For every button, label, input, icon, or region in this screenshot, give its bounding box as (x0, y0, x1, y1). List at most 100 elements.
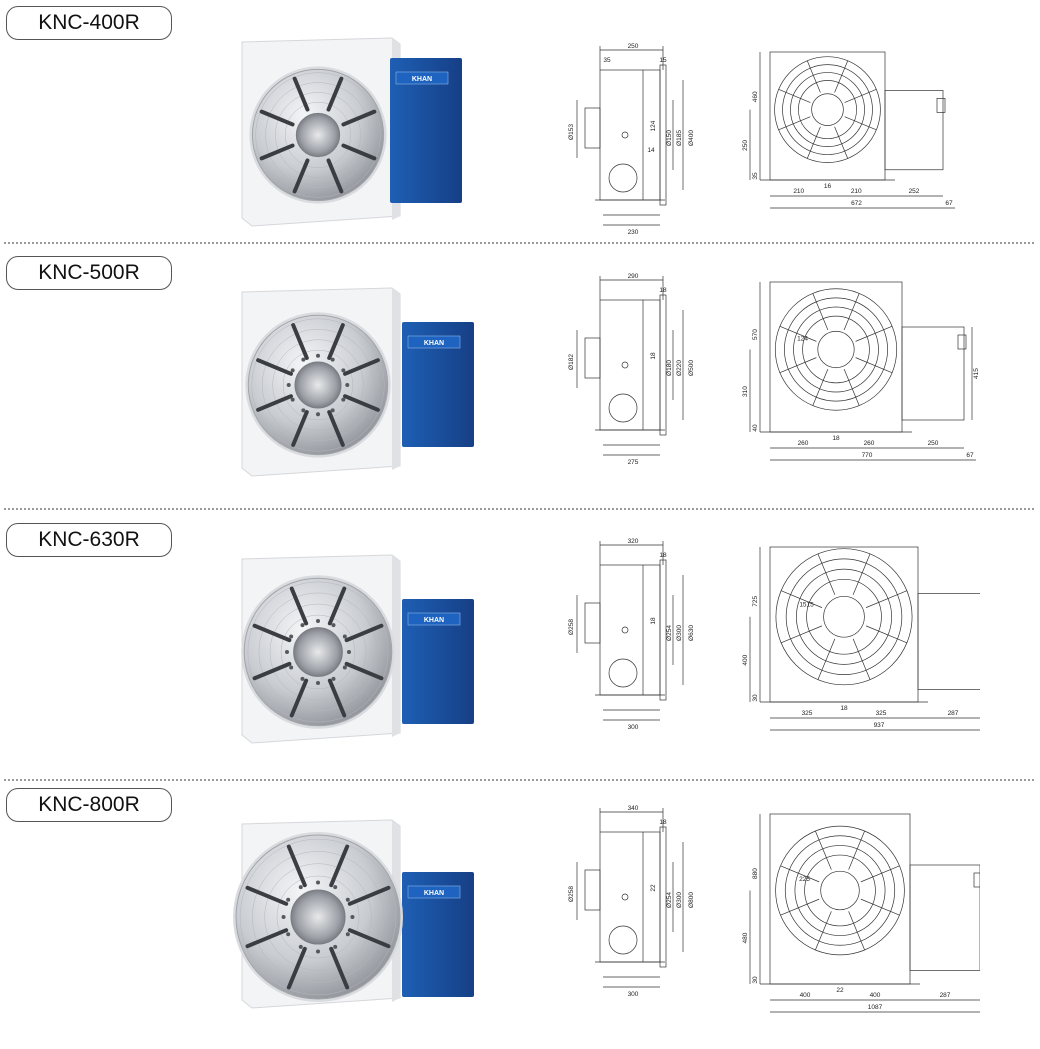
t-slot (291, 410, 309, 447)
dimension-total: 1087 (868, 1004, 883, 1011)
plate-ring (817, 330, 855, 369)
dimension-right: 18 (659, 552, 667, 559)
dimension-right: 15 (659, 57, 667, 64)
dimension-bore: Ø258 (568, 886, 575, 902)
t-slot (286, 946, 307, 990)
brand-logo: KHAN (424, 340, 444, 347)
center-bore (290, 889, 346, 945)
dimension-d2: Ø254 (666, 625, 673, 641)
plate-ring (804, 854, 876, 927)
dimension-d1: 22 (650, 884, 657, 892)
dimension-width: 250 (628, 43, 639, 50)
center-bore (295, 112, 341, 158)
center-bore (293, 627, 343, 677)
t-slot (347, 928, 391, 949)
section-divider (4, 242, 1034, 244)
dimension-b: 325 (876, 710, 887, 717)
t-slot (329, 946, 350, 990)
dimension-c: 252 (909, 188, 920, 195)
brand-logo: KHAN (412, 76, 432, 83)
dimension-d3: Ø300 (676, 892, 683, 908)
t-slot (289, 678, 309, 718)
plate-ring (793, 306, 879, 393)
motor-housing (402, 599, 474, 724)
dimension-slot: 18 (832, 435, 840, 442)
front-view-drawing: 3253252879376718725400304541515 (720, 535, 1004, 770)
t-slot (341, 143, 377, 161)
dimension-d3: Ø185 (676, 130, 683, 146)
dimension-a: 325 (802, 710, 813, 717)
dimension-c: 287 (948, 710, 959, 717)
plate-ring (785, 558, 903, 675)
plate-ring (802, 315, 870, 384)
dimension-c: 287 (940, 992, 951, 999)
t-slot (344, 661, 384, 681)
rotary-table-photo: KHAN (232, 547, 482, 752)
model-label: KNC-800R (6, 788, 172, 822)
model-label: KNC-630R (6, 523, 172, 557)
dimension-motor: 415 (973, 368, 980, 379)
dimension-a: 260 (798, 440, 809, 447)
dimension-bore: Ø258 (568, 619, 575, 635)
dimension-center: 250 (742, 140, 749, 151)
t-slot (289, 586, 309, 626)
plate-ring (811, 93, 844, 126)
t-slot (286, 844, 307, 888)
dimension-d4: Ø800 (688, 892, 695, 908)
dimension-overhang: 67 (945, 200, 953, 207)
dimension-left: 35 (603, 57, 611, 64)
dimension-center: 310 (742, 386, 749, 397)
plate-ring (806, 578, 882, 655)
rotary-table-photo: KHAN (232, 280, 482, 485)
t-slot (259, 109, 295, 127)
dimension-bottom: 40 (752, 424, 759, 432)
t-slot (343, 358, 380, 376)
dimension-base: 230 (628, 229, 639, 236)
t-slot (341, 109, 377, 127)
t-slot (292, 158, 310, 194)
plate-ring (795, 568, 893, 665)
brand-logo: KHAN (424, 890, 444, 897)
dimension-slot: 22 (836, 987, 844, 994)
dimension-c: 250 (928, 440, 939, 447)
dimension-slot: 16 (824, 183, 832, 190)
t-slot (245, 885, 289, 906)
brand-logo: KHAN (424, 617, 444, 624)
dimension-bore: Ø153 (568, 124, 575, 140)
dimension-total: 937 (874, 722, 885, 729)
section-divider (4, 508, 1034, 510)
dimension-width: 320 (628, 538, 639, 545)
dimension-label: 124 (797, 335, 808, 342)
dimension-bore: Ø182 (568, 354, 575, 370)
dimension-d2: Ø180 (666, 360, 673, 376)
dimension-d1: 124 (650, 120, 657, 131)
t-slot (291, 323, 309, 360)
t-slot (252, 623, 292, 643)
t-slot (327, 323, 345, 360)
plate-ring (798, 80, 857, 140)
dimension-d1: 18 (650, 617, 657, 625)
t-slot (327, 678, 347, 718)
t-slot (344, 623, 384, 643)
plate-outline (774, 288, 898, 411)
dimension-b: 210 (851, 188, 862, 195)
dimension-label: 1515 (799, 602, 814, 609)
t-slot (252, 661, 292, 681)
plate-ring (820, 870, 860, 911)
dimension-height: 460 (752, 91, 759, 102)
plate-outline (774, 56, 881, 163)
dimension-b: 400 (870, 992, 881, 999)
t-slot (327, 410, 345, 447)
dimension-label: 225 (799, 876, 810, 883)
model-label: KNC-500R (6, 256, 172, 290)
dimension-d4: Ø500 (688, 360, 695, 376)
dimension-a: 400 (800, 992, 811, 999)
dimension-right: 18 (659, 287, 667, 294)
dimension-overhang: 67 (966, 452, 974, 459)
t-slot (329, 844, 350, 888)
rotary-table-photo: KHAN (232, 812, 482, 1017)
